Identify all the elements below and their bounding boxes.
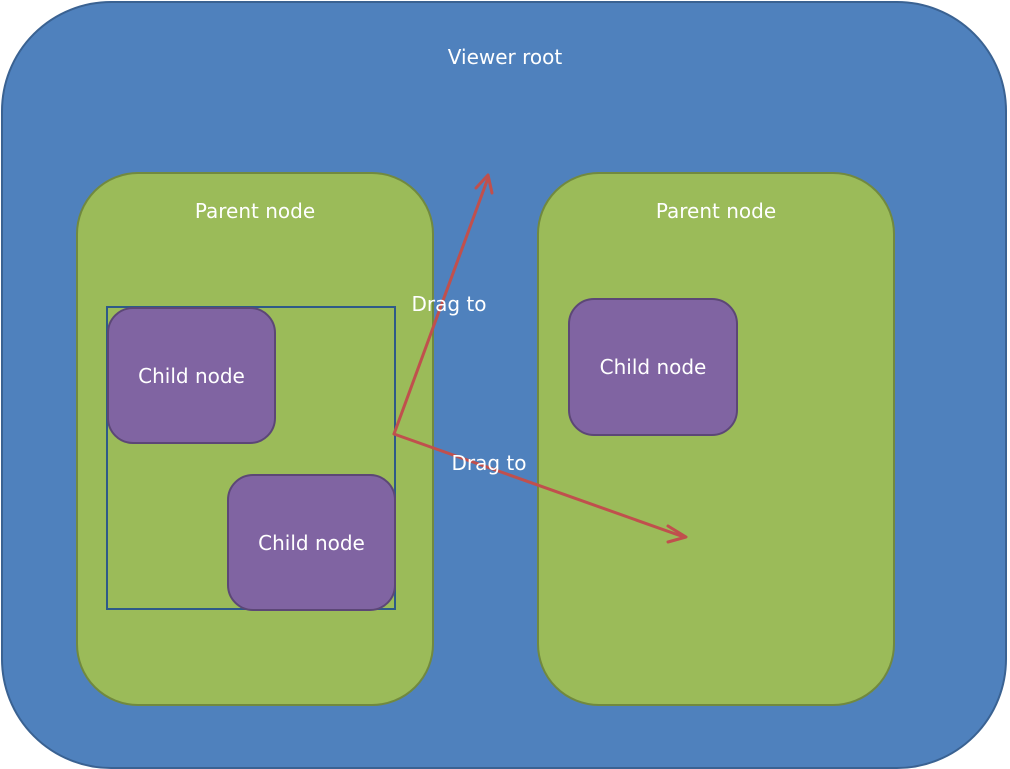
child-node-left-top[interactable]: Child node [107, 307, 276, 444]
parent-node-left-label: Parent node [194, 199, 316, 223]
child-node-label: Child node [599, 355, 707, 379]
drag-arrow-up-head [474, 173, 494, 195]
drag-arrow-right [392, 432, 686, 539]
child-node-label: Child node [258, 530, 365, 555]
parent-node-right[interactable] [537, 172, 895, 706]
drag-to-label-right: Drag to [451, 451, 527, 475]
child-node-right[interactable]: Child node [568, 298, 738, 436]
drag-arrow-right-head [666, 524, 688, 544]
drag-arrow-up [392, 176, 490, 436]
parent-node-right-label: Parent node [655, 199, 777, 223]
child-node-label: Child node [138, 363, 245, 388]
viewer-root-label: Viewer root [447, 45, 563, 69]
child-node-left-bottom[interactable]: Child node [227, 474, 396, 611]
drag-to-label-up: Drag to [411, 292, 487, 316]
